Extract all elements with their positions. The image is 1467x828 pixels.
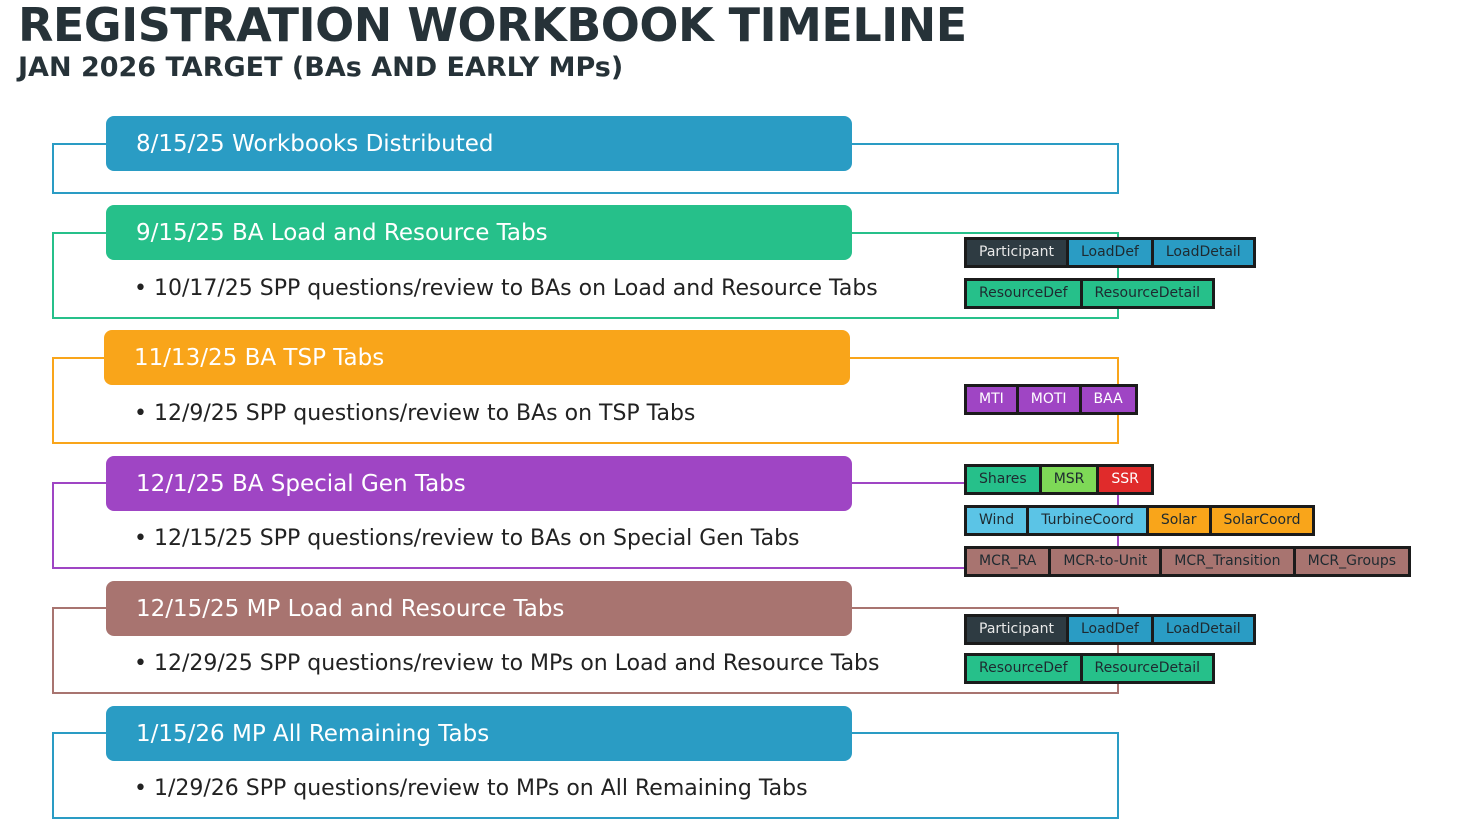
tab-tag: Participant <box>967 240 1066 265</box>
milestone-bar: 8/15/25 Workbooks Distributed <box>106 116 852 171</box>
page-subtitle: JAN 2026 TARGET (BAs AND EARLY MPs) <box>18 52 624 83</box>
tab-tag: BAA <box>1081 387 1135 412</box>
milestone-note: • 10/17/25 SPP questions/review to BAs o… <box>134 276 878 301</box>
milestone-note: • 12/29/25 SPP questions/review to MPs o… <box>134 651 880 676</box>
tab-tag: Shares <box>967 467 1039 492</box>
tab-tag: ResourceDetail <box>1082 281 1212 306</box>
tab-tag: MTI <box>967 387 1016 412</box>
tab-tag: Participant <box>967 617 1066 642</box>
tab-tag: SolarCoord <box>1211 508 1313 533</box>
tab-tag: Wind <box>967 508 1027 533</box>
milestone-bar: 1/15/26 MP All Remaining Tabs <box>106 706 852 761</box>
milestone-label: 9/15/25 BA Load and Resource Tabs <box>136 219 548 246</box>
milestone-label: 11/13/25 BA TSP Tabs <box>134 344 385 371</box>
milestone-bar: 11/13/25 BA TSP Tabs <box>104 330 850 385</box>
tab-tag: LoadDetail <box>1153 617 1253 642</box>
tab-tag: MSR <box>1041 467 1097 492</box>
milestone-note: • 12/9/25 SPP questions/review to BAs on… <box>134 401 696 426</box>
milestone-label: 8/15/25 Workbooks Distributed <box>136 130 494 157</box>
tab-tag: TurbineCoord <box>1029 508 1146 533</box>
milestone-label: 1/15/26 MP All Remaining Tabs <box>136 720 490 747</box>
tab-tag: ResourceDetail <box>1082 656 1212 681</box>
milestone-note: • 1/29/26 SPP questions/review to MPs on… <box>134 776 808 801</box>
milestone-bar: 12/1/25 BA Special Gen Tabs <box>106 456 852 511</box>
milestone-label: 12/15/25 MP Load and Resource Tabs <box>136 595 565 622</box>
milestone-label: 12/1/25 BA Special Gen Tabs <box>136 470 466 497</box>
tab-tag: MCR-to-Unit <box>1051 549 1160 574</box>
milestone-bar: 12/15/25 MP Load and Resource Tabs <box>106 581 852 636</box>
tab-tag: LoadDetail <box>1153 240 1253 265</box>
tab-tag: MCR_Groups <box>1295 549 1409 574</box>
tab-tag: LoadDef <box>1068 240 1151 265</box>
tab-tag: MCR_RA <box>967 549 1049 574</box>
tab-tag: SSR <box>1099 467 1151 492</box>
tab-tag: ResourceDef <box>967 656 1080 681</box>
tab-tag: MCR_Transition <box>1162 549 1293 574</box>
tab-tag: ResourceDef <box>967 281 1080 306</box>
page-title: REGISTRATION WORKBOOK TIMELINE <box>18 0 967 52</box>
milestone-note: • 12/15/25 SPP questions/review to BAs o… <box>134 526 800 551</box>
milestone-bar: 9/15/25 BA Load and Resource Tabs <box>106 205 852 260</box>
tab-tag: Solar <box>1148 508 1209 533</box>
tab-tag: LoadDef <box>1068 617 1151 642</box>
tab-tag: MOTI <box>1018 387 1079 412</box>
